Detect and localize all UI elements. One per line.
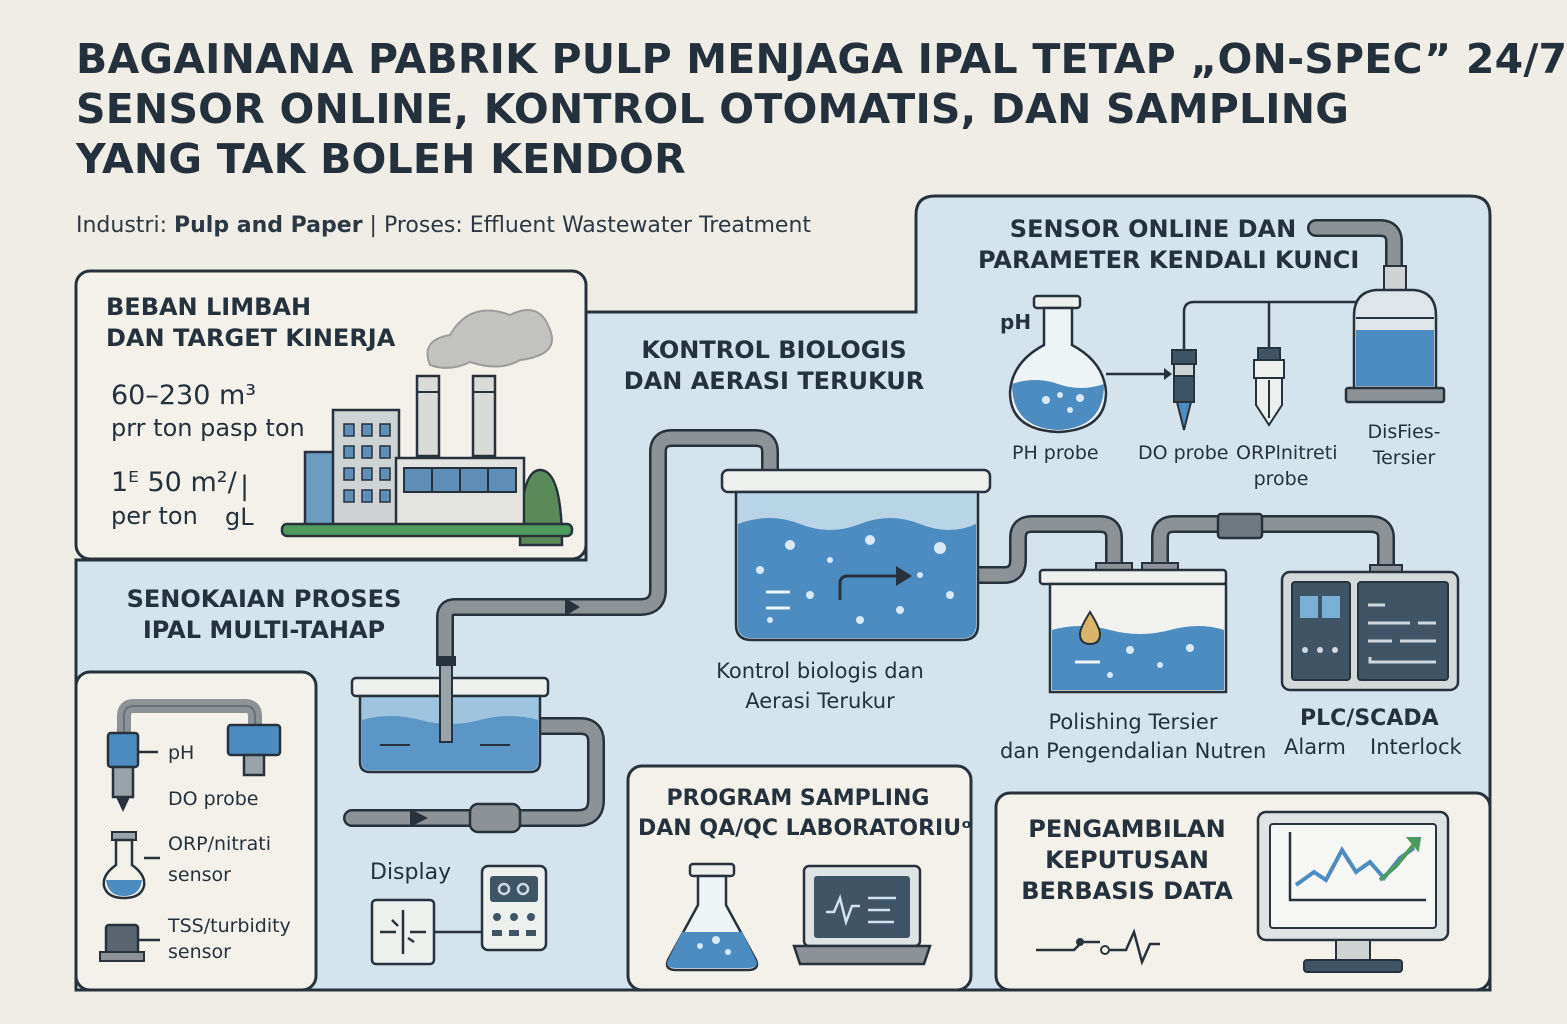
bio-caption-line-1: Kontrol biologis dan [716,659,924,683]
load-value-1-unit: prr ton pasp ton [111,414,305,442]
bio-caption: Kontrol biologis dan Aerasi Terukur [690,656,950,716]
sensor-heading-line-1: SENSOR ONLINE DAN [1009,215,1297,243]
title-line-3: YANG TAK BOLEH KENDOR [76,135,686,183]
page-title: BAGAINANA PABRIK PULP MENJAGA IPAL TETAP… [76,34,1567,184]
bio-heading-line-1: KONTROL BIOLOGIS [641,336,907,364]
ph-tag: pH [1000,310,1032,334]
primary-clarifier-tank-icon [350,656,550,774]
sequence-heading: SENOKAIAN PROSES IPAL MULTI-TAHAP [104,584,424,646]
load-value-2-unit: per ton [111,502,198,530]
process-label: Proses: [383,213,463,238]
legend-orp-sensor: ORP/nitrati sensor [168,831,271,888]
decision-heading-line-2: KEPUTUSAN [1045,846,1209,874]
industry-label: Industri: [76,213,167,238]
sequence-heading-line-2: IPAL MULTI-TAHAP [142,616,386,644]
sensor-heading: SENSOR ONLINE DAN PARAMETER KENDALI KUNC… [978,214,1360,276]
legend-orp-line-2: sensor [168,864,231,886]
probe-icon [1171,349,1197,431]
load-heading-line-1: BEBAN LIMBAH [106,293,312,321]
subtitle: Industri: Pulp and Paper | Proses: Efflu… [76,213,811,238]
plc-alarm-label: Alarm [1284,735,1346,759]
probe-icon [106,731,158,812]
gauge-icon [370,898,482,966]
title-line-1: BAGAINANA PABRIK PULP MENJAGA IPAL TETAP… [76,35,1567,83]
flask-icon [1008,294,1108,434]
plc-interlock-label: Interlock [1370,735,1462,759]
orp-probe-label: ORPlnitreti probe [1236,440,1338,492]
bio-caption-line-2: Aerasi Terukur [745,689,895,713]
process-value: Effluent Wastewater Treatment [469,213,812,238]
analyzer-tank-icon [1344,265,1446,404]
legend-ph: pH [168,742,195,764]
laptop-icon [792,864,932,966]
load-heading: BEBAN LIMBAH DAN TARGET KINERJA [106,292,395,354]
flask-icon [102,831,160,900]
bio-heading: KONTROL BIOLOGIS DAN AERASI TERUKUR [614,335,934,397]
disfies-label: DisFies- Tersier [1354,419,1454,471]
probe-icon [1253,347,1285,427]
subtitle-separator: | [369,213,377,238]
ph-probe-label: PH probe [1012,442,1099,464]
polishing-caption-line-2: dan Pengendalian Nutren [1000,739,1267,763]
decision-heading: PENGAMBILAN KEPUTUSAN BERBASIS DATA [1012,814,1242,907]
orp-probe-label-line-2: probe [1253,468,1309,490]
sampling-heading-line-2: DAN QA/QC LABORATORIUᵒ [638,816,972,841]
bio-heading-line-2: DAN AERASI TERUKUR [623,367,925,395]
do-probe-label: DO probe [1138,442,1229,464]
disfies-label-line-2: Tersier [1372,447,1436,469]
display-label: Display [370,860,452,885]
title-line-2: SENSOR ONLINE, KONTROL OTOMATIS, DAN SAM… [76,85,1350,133]
load-value-2: 1ᴱ 50 m²/ [111,467,237,498]
tss-sensor-icon [99,923,160,962]
legend-tss-line-2: sensor [168,941,231,963]
droplet-icon [1078,610,1102,646]
disfies-label-line-1: DisFies- [1367,421,1441,443]
orp-probe-label-line-1: ORPlnitreti [1236,442,1338,464]
decision-heading-line-1: PENGAMBILAN [1028,815,1226,843]
load-value-1: 60–230 m³ [111,380,257,411]
polishing-caption-line-1: Polishing Tersier [1048,710,1218,734]
legend-orp-line-1: ORP/nitrati [168,833,271,855]
plc-panel-icon [1280,570,1460,692]
sequence-heading-line-1: SENOKAIAN PROSES [126,585,402,613]
sampling-heading: PROGRAM SAMPLING DAN QA/QC LABORATORIUᵒ [638,784,972,844]
load-value-2-unit-extra: gL [225,503,254,531]
legend-do-probe: DO probe [168,788,259,810]
factory-icon [280,309,574,547]
load-heading-line-2: DAN TARGET KINERJA [106,324,396,352]
plc-label: PLC/SCADA [1300,706,1439,731]
decision-heading-line-3: BERBASIS DATA [1021,877,1233,905]
polishing-caption: Polishing Tersier dan Pengendalian Nutre… [1000,708,1266,766]
sensor-heading-line-2: PARAMETER KENDALI KUNCI [978,246,1360,274]
polishing-tank-icon [1038,568,1228,694]
probe-icon [226,723,282,777]
load-value-2-extra: | [240,471,250,502]
pipe-icon [343,219,1403,827]
legend-tss-line-1: TSS/turbidity [168,915,291,937]
legend-tss-sensor: TSS/turbidity sensor [168,913,291,965]
aeration-tank-icon [720,468,992,642]
meter-icon [480,864,548,952]
sampling-heading-line-1: PROGRAM SAMPLING [666,786,930,811]
industry-value: Pulp and Paper [174,213,363,238]
monitor-chart-icon [1256,810,1450,973]
flask-icon [665,862,759,972]
